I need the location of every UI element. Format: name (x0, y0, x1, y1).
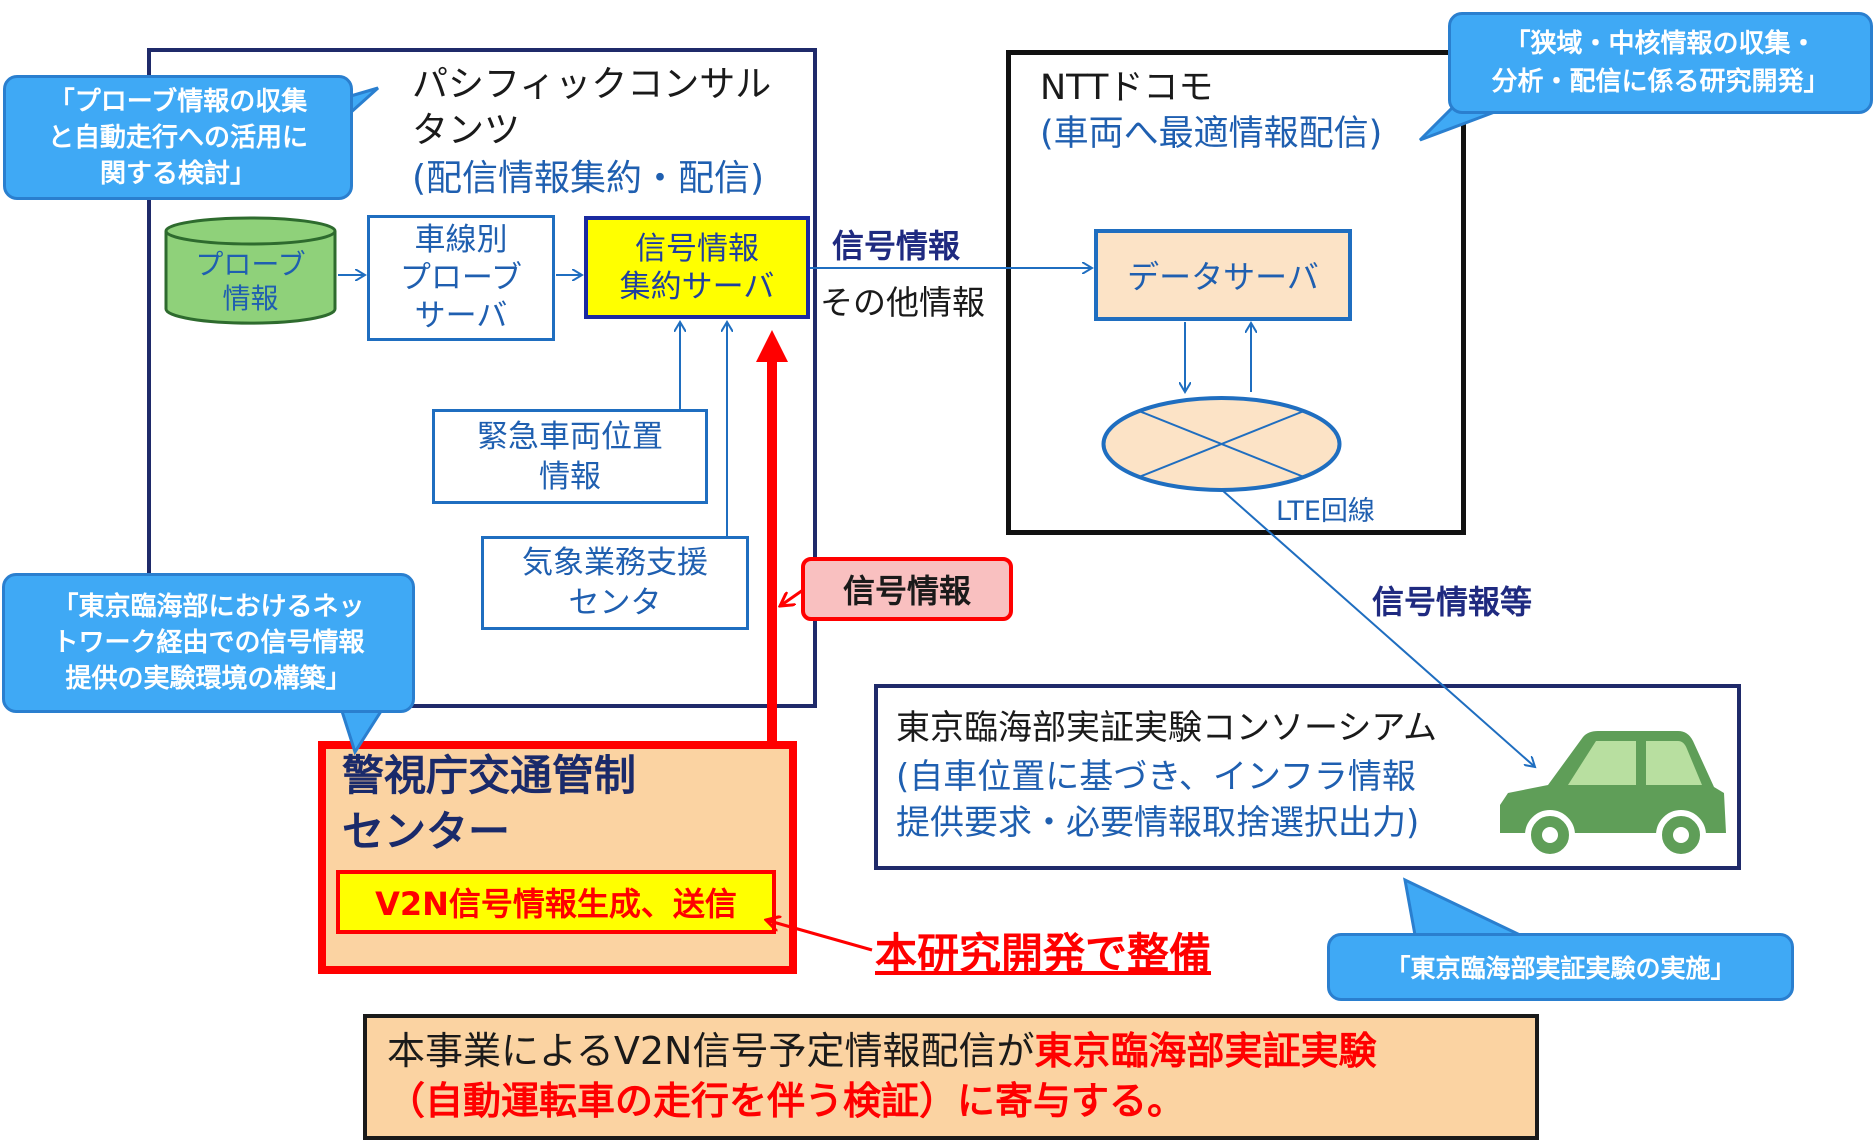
pacific-role: (配信情報集約・配信) (412, 158, 765, 199)
signal-info-red-badge: 信号情報 (801, 557, 1013, 621)
signal-info-etc-label: 信号情報等 (1372, 583, 1533, 621)
lane-probe-server: 車線別 プローブ サーバ (367, 215, 555, 341)
callout-research-dev: 「狭域・中核情報の収集・ 分析・配信に係る研究開発」 (1448, 12, 1873, 114)
car-icon (1500, 731, 1726, 860)
database-icon (164, 216, 337, 325)
summary-text-red-2: （自動運転車の走行を伴う検証）に寄与する。 (387, 1079, 1186, 1123)
developed-by-this-research: 本研究開発で整備 (875, 929, 1212, 978)
v2n-generation-box: V2N信号情報生成、送信 (336, 870, 776, 934)
summary-text-black: 本事業によるV2N信号予定情報配信が (387, 1029, 1035, 1073)
pacific-name: パシフィックコンサル タンツ (412, 64, 772, 151)
consortium-desc: (自車位置に基づき、インフラ情報 提供要求・必要情報取捨選択出力) (896, 757, 1420, 843)
callout-probe-study: 「プローブ情報の収集 と自動走行への活用に 関する検討」 (3, 75, 353, 200)
consortium-name: 東京臨海部実証実験コンソーシアム (896, 708, 1437, 748)
summary-box: 本事業によるV2N信号予定情報配信が東京臨海部実証実験 （自動運転車の走行を伴う… (363, 1014, 1539, 1140)
weather-support-center: 気象業務支援 センタ (481, 536, 749, 630)
emergency-vehicle-info: 緊急車両位置 情報 (432, 409, 708, 504)
docomo-box (1006, 50, 1466, 535)
police-name: 警視庁交通管制 センター (342, 751, 637, 856)
summary-text-red-1: 東京臨海部実証実験 (1034, 1029, 1377, 1073)
callout-network-env: 「東京臨海部におけるネッ トワーク経由での信号情報 提供の実験環境の構築」 (2, 573, 415, 713)
lte-label: LTE回線 (1276, 496, 1375, 527)
docomo-role: (車両へ最適情報配信) (1040, 114, 1383, 154)
callout-experiment: 「東京臨海部実証実験の実施」 (1327, 933, 1794, 1001)
signal-info-label: 信号情報 (832, 227, 961, 265)
docomo-name: NTTドコモ (1040, 68, 1214, 108)
probe-database-label: プローブ 情報 (195, 248, 306, 315)
police-control-center (318, 741, 797, 974)
other-info-label: その他情報 (820, 283, 985, 322)
signal-aggregation-server: 信号情報 集約サーバ (584, 216, 810, 319)
probe-database: プローブ 情報 (163, 215, 338, 327)
data-server: データサーバ (1094, 229, 1352, 321)
pacific-box (147, 48, 817, 708)
lte-network-icon (1101, 396, 1342, 492)
